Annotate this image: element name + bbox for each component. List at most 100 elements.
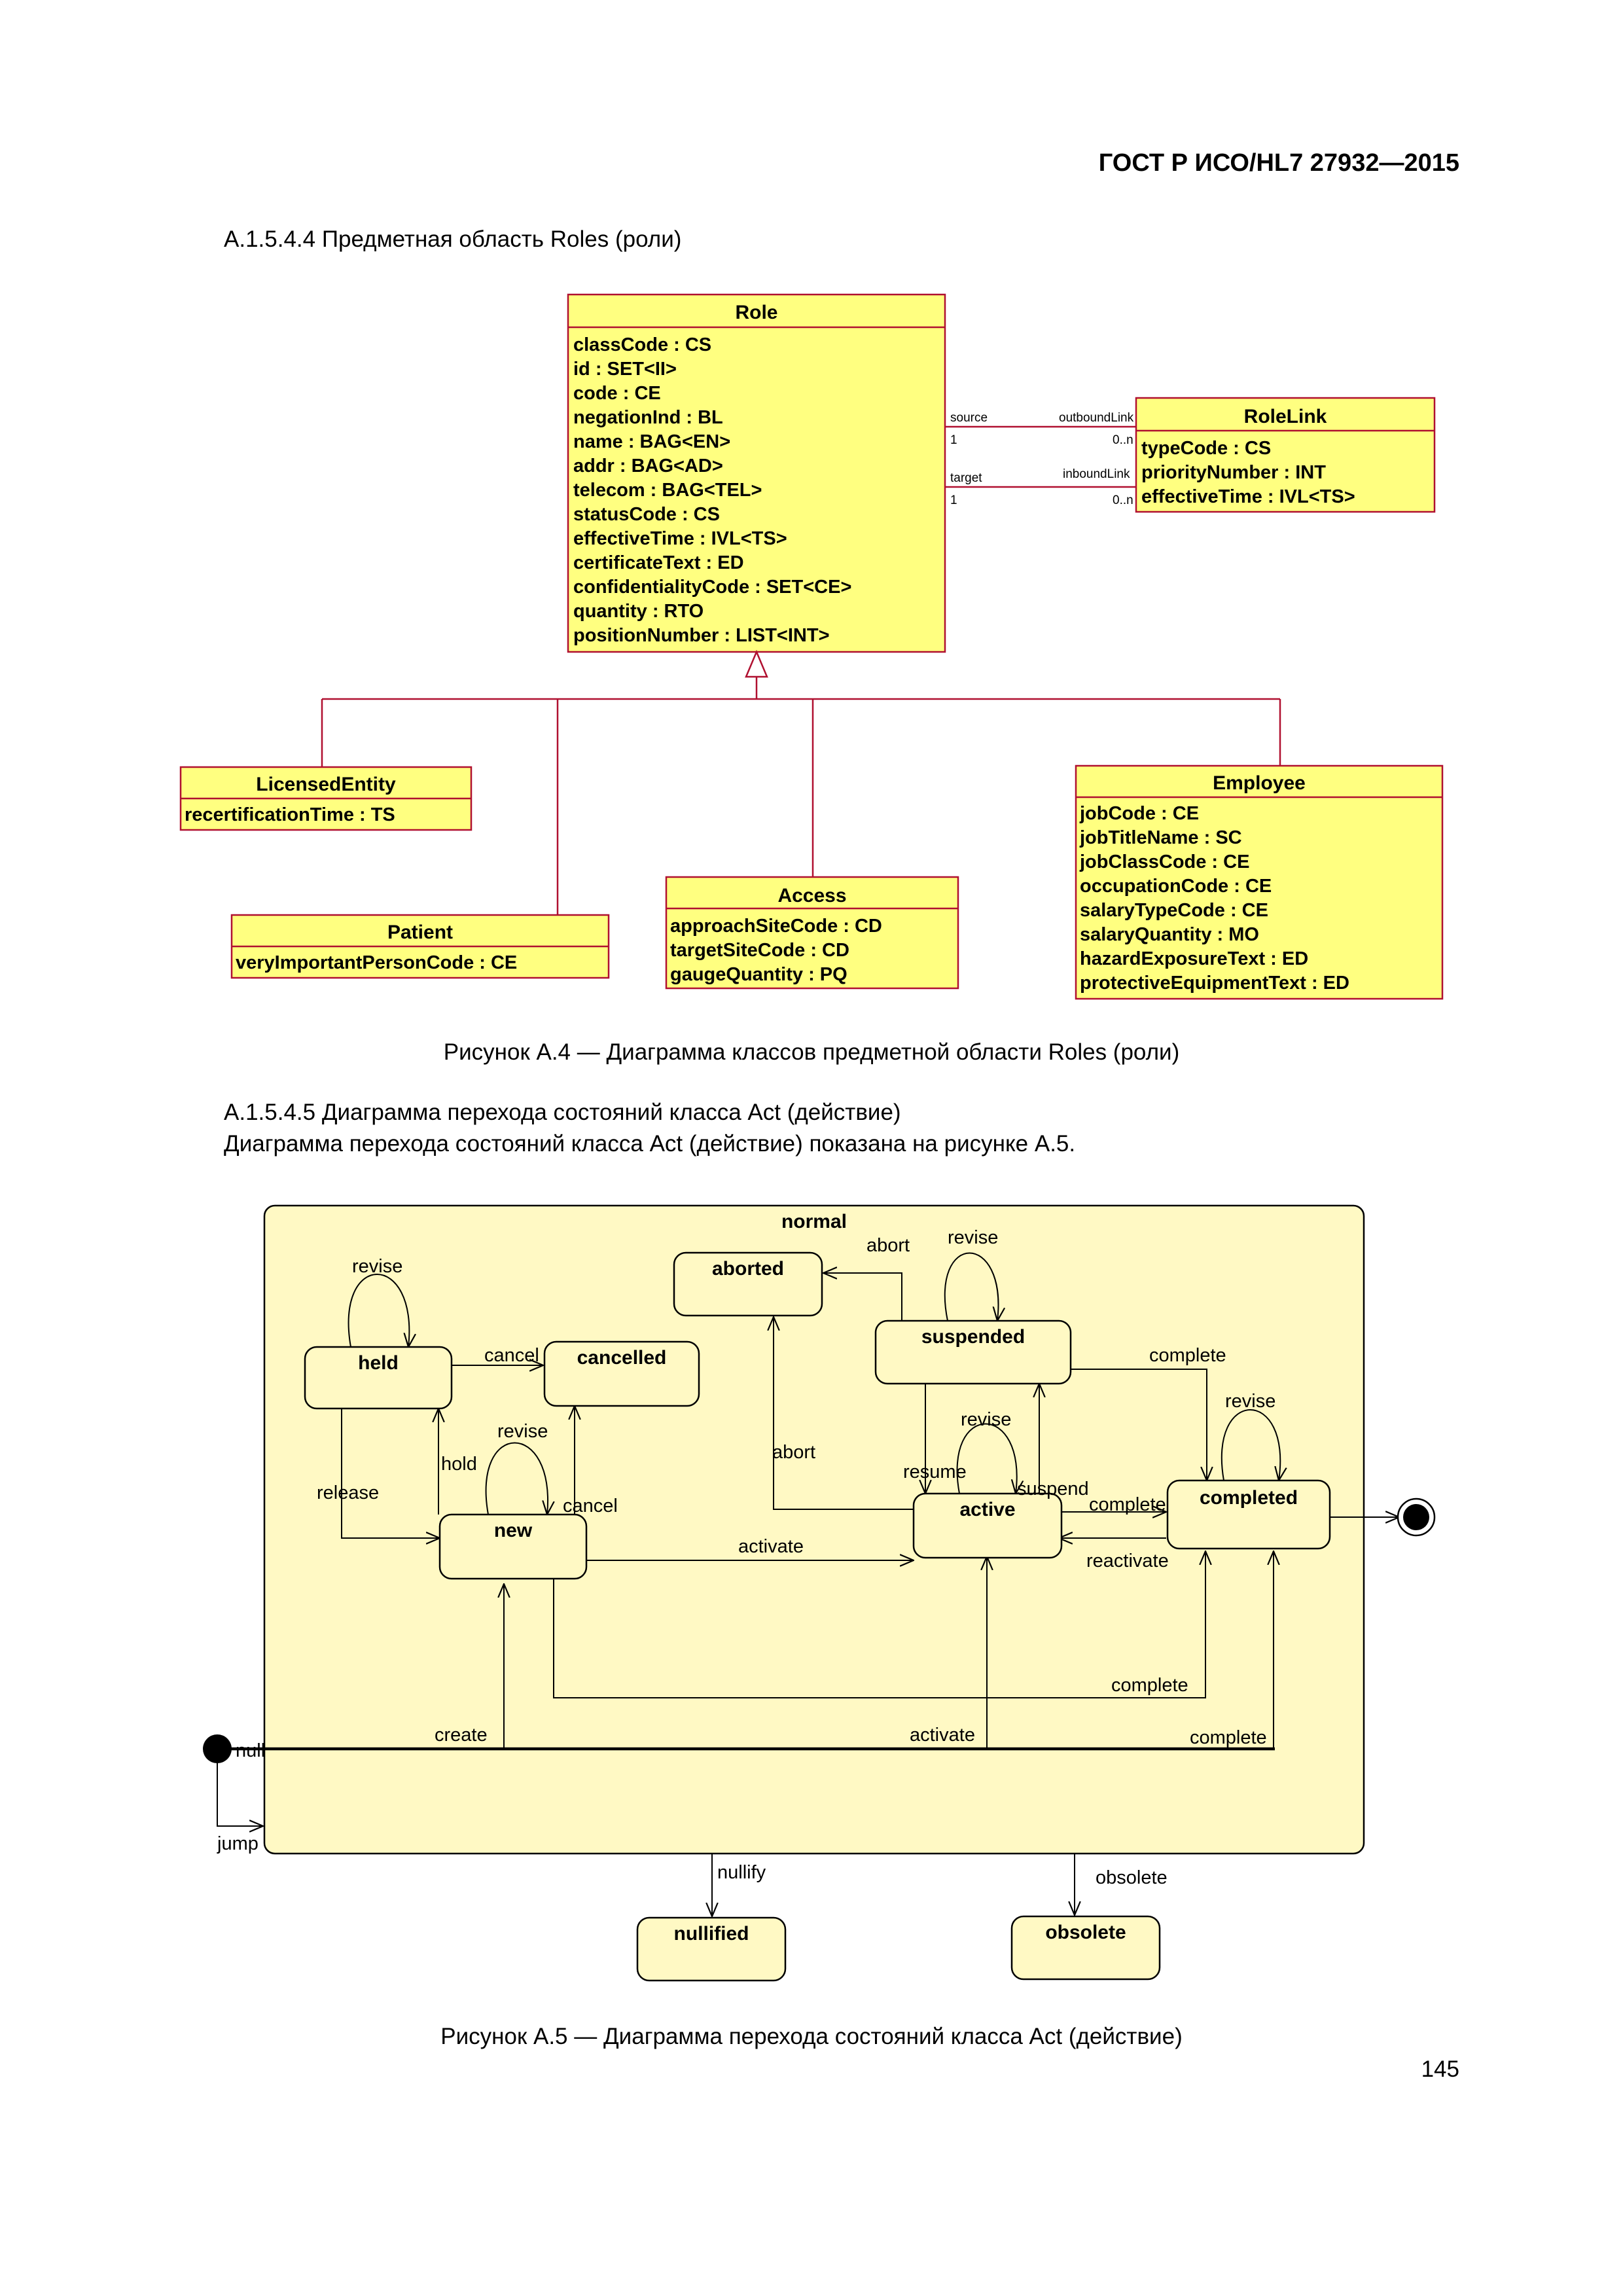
role-attr: certificateText : ED [573, 552, 744, 573]
superstate-normal-label: normal [781, 1211, 847, 1232]
employee-attr: jobClassCode : CE [1079, 852, 1249, 872]
tr-complete-label: complete [1089, 1494, 1166, 1515]
role-attr: statusCode : CS [573, 504, 720, 525]
employee-attr: hazardExposureText : ED [1080, 948, 1308, 969]
tr-nullify-label: nullify [717, 1862, 766, 1883]
state-suspended [874, 1319, 1072, 1385]
state-suspended-label: suspended [921, 1326, 1025, 1348]
class-patient-name: Patient [387, 922, 453, 943]
licensedentity-attr: recertificationTime : TS [185, 804, 395, 825]
tr-hold-label: hold [441, 1454, 477, 1475]
state-obsolete [1010, 1915, 1161, 1981]
state-completed [1166, 1479, 1331, 1550]
class-diagram: Role classCode : CS id : SET<II> code : … [179, 293, 1444, 1000]
rolelink-attr: priorityNumber : INT [1141, 462, 1326, 483]
tr-revise-label: revise [1225, 1391, 1275, 1412]
tr-revise-label: revise [948, 1227, 998, 1248]
state-aborted [673, 1251, 823, 1317]
state-obsolete-label: obsolete [1045, 1922, 1126, 1943]
state-active [912, 1492, 1063, 1559]
tr-revise-label: revise [352, 1256, 402, 1277]
role-attr: positionNumber : LIST<INT> [573, 625, 830, 646]
state-aborted-label: aborted [712, 1258, 784, 1280]
class-employee-name: Employee [1213, 772, 1306, 794]
state-completed-label: completed [1200, 1487, 1298, 1509]
employee-attr: occupationCode : CE [1080, 876, 1272, 897]
role-attr: addr : BAG<AD> [573, 456, 723, 476]
tr-abort-label: abort [866, 1235, 910, 1256]
class-licensedentity-name: LicensedEntity [256, 774, 396, 795]
state-new-label: new [494, 1520, 533, 1541]
tr-revise-label: revise [497, 1421, 548, 1442]
class-access: Access approachSiteCode : CD targetSiteC… [665, 876, 959, 990]
tr-revise-label: revise [961, 1409, 1011, 1430]
state-diagram: normal [203, 1204, 1436, 1982]
tr-cancel-label: cancel [563, 1496, 618, 1516]
assoc-inbound-label: inboundLink [1063, 467, 1130, 481]
tr-suspend-label: suspend [1017, 1479, 1089, 1499]
section-heading-roles: А.1.5.4.4 Предметная область Roles (роли… [224, 226, 682, 252]
assoc-inbound-mult: 0..n [1113, 493, 1133, 507]
class-rolelink: RoleLink typeCode : CS priorityNumber : … [1135, 397, 1436, 513]
role-attr: code : CE [573, 383, 661, 404]
patient-attr: veryImportantPersonCode : CE [236, 952, 517, 973]
role-attr: quantity : RTO [573, 601, 704, 622]
final-state-marker [1403, 1504, 1429, 1530]
access-attr: gaugeQuantity : PQ [670, 964, 847, 985]
tr-complete-label: complete [1149, 1345, 1226, 1366]
page-number: 145 [1421, 2056, 1459, 2082]
class-role: Role classCode : CS id : SET<II> code : … [567, 293, 946, 653]
class-patient: Patient veryImportantPersonCode : CE [230, 914, 610, 979]
state-new [438, 1513, 588, 1580]
state-cancelled [543, 1340, 700, 1407]
role-attr: negationInd : BL [573, 407, 723, 428]
initial-state-label: null [236, 1740, 265, 1761]
initial-state-marker [203, 1734, 232, 1763]
employee-attr: salaryTypeCode : CE [1080, 900, 1268, 921]
figure-a5-caption: Рисунок А.5 — Диаграмма перехода состоян… [440, 2024, 1183, 2049]
employee-attr: jobCode : CE [1079, 803, 1199, 824]
tr-activate-label: activate [738, 1536, 804, 1557]
state-held [304, 1346, 453, 1410]
state-held-label: held [358, 1352, 399, 1374]
tr-resume-label: resume [903, 1462, 967, 1482]
class-access-name: Access [777, 885, 846, 906]
tr-release-label: release [317, 1482, 379, 1503]
class-licensedentity: LicensedEntity recertificationTime : TS [179, 766, 473, 831]
role-attr: confidentialityCode : SET<CE> [573, 577, 851, 598]
assoc-outbound-mult: 0..n [1113, 433, 1133, 447]
transition-lines [217, 1252, 1399, 1917]
assoc-source-label: source [950, 411, 988, 425]
access-attr: targetSiteCode : CD [670, 940, 849, 961]
role-attr: classCode : CS [573, 334, 711, 355]
tr-reactivate-label: reactivate [1086, 1551, 1169, 1571]
assoc-source-mult: 1 [950, 433, 957, 447]
role-attr: effectiveTime : IVL<TS> [573, 528, 787, 549]
assoc-outbound-label: outboundLink [1059, 411, 1134, 425]
tr-complete-label: complete [1111, 1675, 1188, 1696]
role-attr: name : BAG<EN> [573, 431, 730, 452]
rolelink-attr: typeCode : CS [1141, 438, 1271, 459]
section-heading-act-states: А.1.5.4.5 Диаграмма перехода состояний к… [224, 1100, 901, 1125]
section-paragraph: Диаграмма перехода состояний класса Act … [224, 1131, 1076, 1157]
state-nullified [636, 1916, 787, 1982]
state-nullified-label: nullified [674, 1923, 749, 1945]
document-header: ГОСТ Р ИСО/HL7 27932—2015 [1098, 149, 1459, 177]
access-attr: approachSiteCode : CD [670, 916, 882, 937]
tr-jump-label: jump [217, 1833, 259, 1854]
role-attr: id : SET<II> [573, 359, 677, 380]
tr-complete-label: complete [1190, 1727, 1267, 1748]
tr-obsolete-label: obsolete [1096, 1867, 1168, 1888]
figure-a4-caption: Рисунок А.4 — Диаграмма классов предметн… [443, 1039, 1180, 1065]
state-active-label: active [959, 1499, 1015, 1520]
assoc-target-mult: 1 [950, 493, 957, 507]
class-employee: Employee jobCode : CE jobTitleName : SC … [1075, 764, 1444, 1000]
association-links: source 1 outboundLink 0..n target 1 inbo… [945, 411, 1136, 507]
tr-cancel-label: cancel [484, 1345, 539, 1366]
employee-attr: jobTitleName : SC [1079, 827, 1242, 848]
tr-create-label: create [435, 1725, 488, 1746]
class-role-name: Role [735, 302, 777, 323]
tr-abort-label: abort [772, 1442, 815, 1463]
rolelink-attr: effectiveTime : IVL<TS> [1141, 486, 1355, 507]
